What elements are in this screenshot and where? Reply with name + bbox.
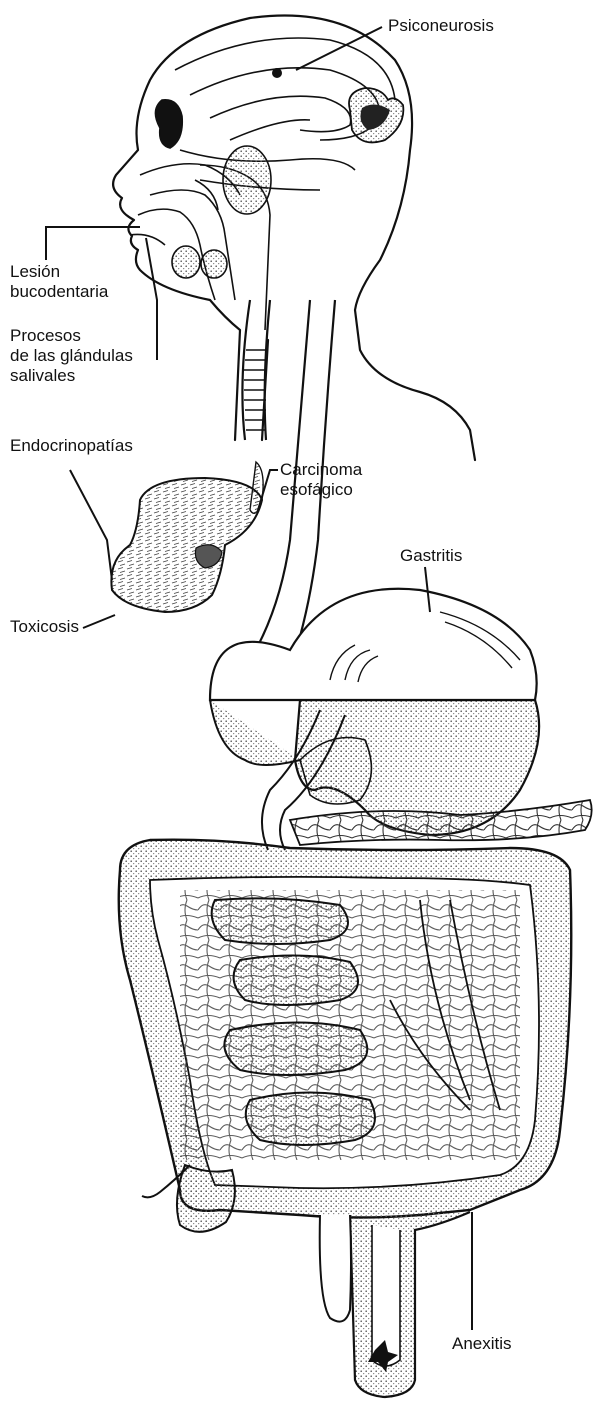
label-endocrinopatias: Endocrinopatías <box>10 436 133 456</box>
thyroid-gland <box>111 478 262 612</box>
label-psiconeurosis: Psiconeurosis <box>388 16 494 36</box>
parotid-gland <box>223 146 271 214</box>
label-anexitis: Anexitis <box>452 1334 512 1354</box>
label-gastritis: Gastritis <box>400 546 462 566</box>
eye <box>155 100 182 148</box>
label-carcinoma-esofagico: Carcinoma esofágico <box>280 460 362 500</box>
rectum <box>350 1212 470 1397</box>
head-outline <box>113 16 475 460</box>
label-lesion-bucodentaria: Lesión bucodentaria <box>10 262 108 302</box>
label-toxicosis: Toxicosis <box>10 617 79 637</box>
brain-spot <box>272 68 282 78</box>
label-procesos-glandulas: Procesos de las glándulas salivales <box>10 326 133 386</box>
